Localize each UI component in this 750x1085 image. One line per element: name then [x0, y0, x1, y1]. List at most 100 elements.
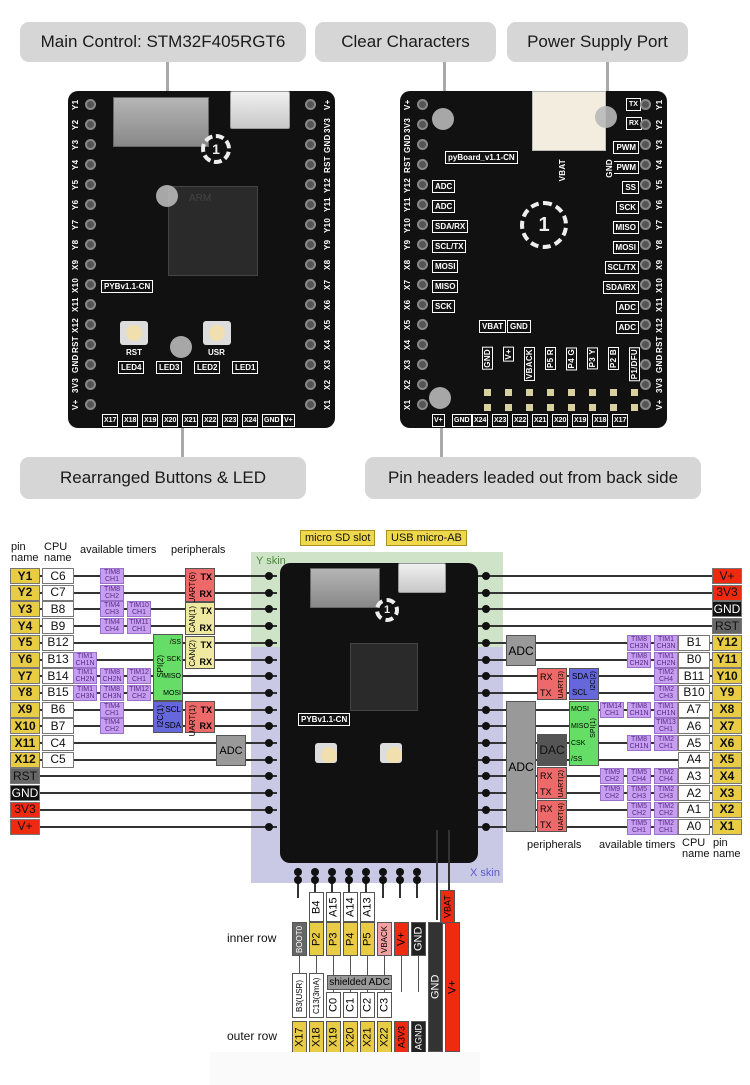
back-bottom-pin-label: GND — [452, 414, 472, 427]
right-header-timers: available timers — [599, 839, 676, 851]
uart4-rx: RX — [540, 804, 553, 814]
timer-channel: CH2N — [102, 676, 122, 684]
timer-channel: CH2 — [104, 726, 119, 734]
outer-row-label: outer row — [227, 1029, 278, 1043]
usb-port — [230, 91, 290, 129]
outer-pin-a3v3: A3V3 — [394, 1021, 409, 1053]
pin-label-3v3: 3V3 — [403, 117, 412, 133]
timer-name: TIM1 — [77, 685, 93, 693]
pin-pad — [417, 379, 428, 390]
pin-label-x8: X8 — [403, 259, 412, 271]
inner-pin-p4: P4 — [343, 922, 358, 956]
power-pin-rst: RST — [10, 768, 40, 785]
pin-label-y5: Y5 — [71, 179, 80, 191]
back-header-pad — [484, 404, 491, 411]
pin-pad — [305, 179, 316, 190]
pin-label-v: V+ — [71, 399, 80, 411]
pin-label-y10: Y10 — [403, 217, 412, 233]
pin-pad — [417, 239, 428, 250]
right-adc-big-block: ADC — [506, 701, 536, 832]
back-vertical-label: P3 Y — [587, 347, 598, 370]
pin-pad — [85, 259, 96, 270]
back-bottom-pin-label: V+ — [432, 414, 445, 427]
pin-pad — [85, 299, 96, 310]
pin-label-y7: Y7 — [71, 219, 80, 231]
pin-label-y3: Y3 — [655, 139, 664, 151]
pin-dot — [482, 622, 490, 631]
bottom-pin-label: X21 — [182, 414, 199, 427]
pin-x10: X10 — [10, 718, 40, 735]
uart3-block: RX TX UART(3) — [537, 668, 567, 700]
pin-dot — [265, 655, 273, 664]
timer-channel: CH3N — [629, 642, 649, 650]
pin-label-y1: Y1 — [71, 99, 80, 111]
pin-y6: Y6 — [10, 651, 40, 668]
pin-dot — [265, 622, 273, 631]
pin-pad — [417, 159, 428, 170]
micro-sd-slot — [113, 97, 209, 147]
connector-line — [478, 775, 713, 778]
pin-pad — [640, 359, 651, 370]
inner-pin-vback: VBACK — [377, 922, 392, 956]
pin-y1: Y1 — [10, 568, 40, 584]
header-dot — [294, 868, 302, 876]
back-left-func-label: SDA/RX — [432, 220, 469, 233]
pin-label-y5: Y5 — [655, 179, 664, 191]
inner-cpu-b4: B4 — [309, 892, 324, 922]
pin-x9: X9 — [10, 701, 40, 718]
back-header-pad — [631, 389, 638, 396]
cpu-b15: B15 — [42, 684, 74, 701]
back-vertical-label: V+ — [503, 347, 514, 362]
pin-label-x3: X3 — [403, 359, 412, 371]
back-right-top-label: TX — [626, 98, 641, 111]
can2-rx: RX — [199, 657, 212, 667]
cpu-b13: B13 — [42, 651, 74, 668]
connector-line — [40, 825, 277, 828]
back-left-func-label: SCL/TX — [432, 240, 467, 253]
diagram-board-photo: 1 PYBv1.1-CN — [280, 563, 478, 863]
marker-buttons-led — [170, 336, 192, 358]
pin-pad — [305, 159, 316, 170]
timer-channel: CH1 — [131, 626, 146, 634]
pin-pad — [417, 99, 428, 110]
cpu-c7: C7 — [42, 584, 74, 601]
timer-channel: CH1N — [629, 709, 649, 717]
pin-pad — [640, 259, 651, 270]
cpu-b12: B12 — [42, 634, 74, 651]
outer-cpu-c133ma: C13(3mA) — [309, 973, 324, 1018]
pin-pad — [305, 119, 316, 130]
pin-pad — [305, 379, 316, 390]
pin-label-x5: X5 — [323, 319, 332, 331]
back-right-func-label: ADC — [615, 321, 639, 334]
timer-name: TIM2 — [658, 819, 674, 827]
pin-label-v: V+ — [403, 99, 412, 111]
connector-line — [40, 758, 277, 761]
pin-dot — [482, 789, 490, 798]
pin-x5: X5 — [712, 751, 742, 768]
pin-dot — [482, 805, 490, 814]
header-dot — [345, 868, 353, 876]
cpu-b7: B7 — [42, 718, 74, 735]
callout-pin-headers: Pin headers leaded out from back side — [365, 457, 701, 499]
pin-pad — [85, 99, 96, 110]
callout-main-control: Main Control: STM32F405RGT6 — [20, 22, 306, 62]
pin-label-x4: X4 — [403, 339, 412, 351]
tag-micro-sd-slot: micro SD slot — [300, 530, 376, 546]
header-dot — [294, 876, 302, 884]
vbat-pin: VBAT — [440, 890, 455, 924]
timer-channel: CH2N — [75, 676, 95, 684]
diagram-mcu-chip — [350, 643, 418, 711]
pin-dot — [482, 739, 490, 747]
pin-pad — [305, 339, 316, 350]
cpu-b10: B10 — [678, 684, 710, 701]
